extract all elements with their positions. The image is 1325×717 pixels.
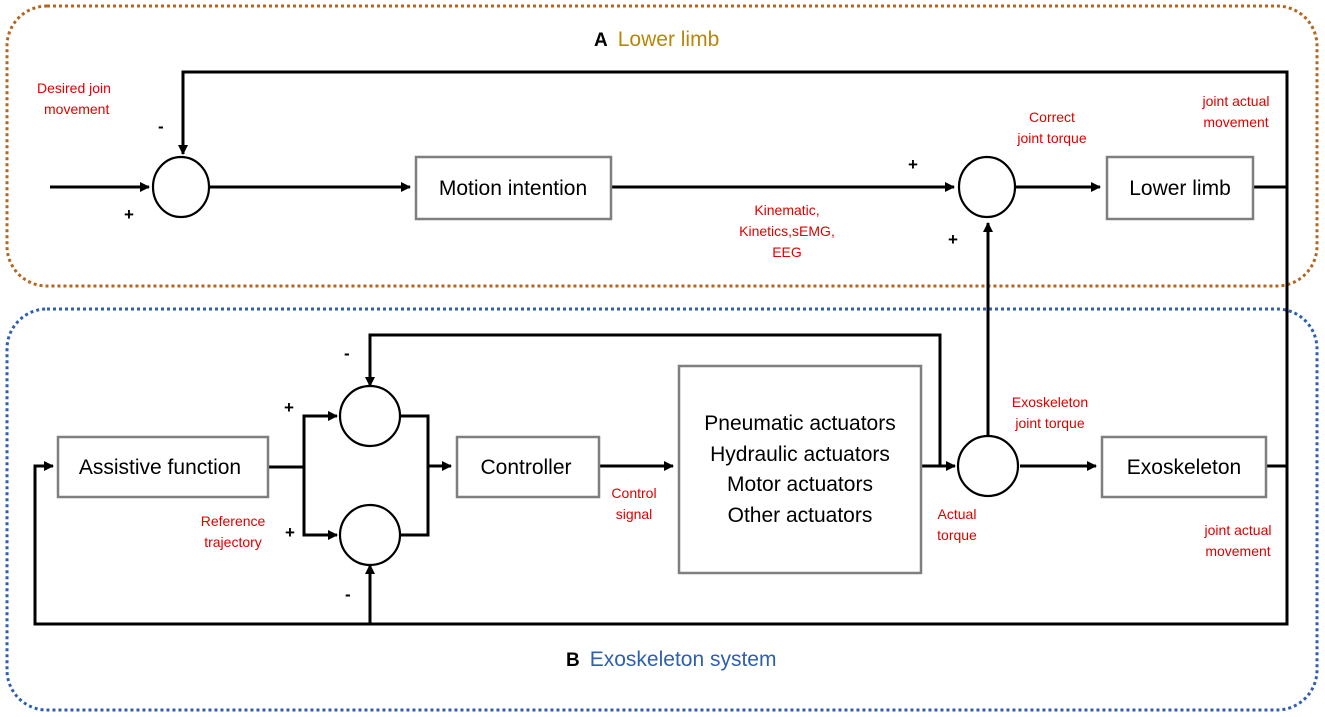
panel-b-border [5,307,1319,712]
svg-text:EEG: EEG [772,244,802,260]
summing-junction-torque [957,155,1017,219]
panel-b-title: B Exoskeleton system [566,648,776,671]
actual-torque-label: Actual torque [937,506,977,543]
wire-split-lower [302,467,338,540]
controller-label: Controller [480,456,571,479]
controller-block: Controller [455,435,601,499]
svg-text:joint actual: joint actual [1202,93,1270,109]
summing-junction-actual-torque [956,434,1020,498]
sign-plus: + [284,398,294,417]
sign-minus: - [158,117,164,136]
panel-a-title: A Lower limb [594,28,719,51]
svg-text:Reference: Reference [201,513,266,529]
panel-a-border [5,4,1319,288]
actuator-label: Other actuators [728,504,873,527]
svg-text:Kinetics,sEMG,: Kinetics,sEMG, [739,223,835,239]
exoskeleton-block: Exoskeleton [1100,435,1268,499]
svg-text:joint torque: joint torque [1014,415,1084,431]
motion-intention-label: Motion intention [439,177,587,200]
exoskeleton-label: Exoskeleton [1127,456,1241,479]
svg-text:joint actual: joint actual [1204,522,1272,538]
lower-limb-block: Lower limb [1105,155,1255,221]
actuators-block: Pneumatic actuators Hydraulic actuators … [677,364,923,575]
svg-text:torque: torque [937,527,977,543]
summing-junction-movement [151,155,211,219]
wire-split-upper [302,411,338,467]
actuator-label: Hydraulic actuators [710,443,890,466]
sign-plus: + [908,155,918,174]
actuator-label: Motor actuators [727,473,873,496]
wire-bottom-feedback [33,461,1289,626]
control-signal-label: Control signal [611,485,656,522]
panel-b-letter: B [566,650,580,671]
panel-a-letter: A [594,30,608,51]
kinematic-label: Kinematic, Kinetics,sEMG, EEG [739,202,835,260]
sign-plus: + [124,205,134,224]
svg-text:trajectory: trajectory [204,534,262,550]
svg-text:Actual: Actual [938,506,977,522]
reference-trajectory-label: Reference trajectory [201,513,266,550]
svg-text:joint torque: joint torque [1016,130,1086,146]
svg-text:Exoskeleton: Exoskeleton [1012,394,1088,410]
svg-text:movement: movement [1205,543,1270,559]
svg-text:Desired join: Desired join [37,80,111,96]
joint-actual-movement-bottom-label: joint actual movement [1204,522,1272,559]
svg-text:movement: movement [1203,114,1268,130]
sign-minus: - [344,344,350,363]
wire-top-feedback [178,70,1289,500]
correct-joint-torque-label: Correct joint torque [1016,109,1086,146]
motion-intention-block: Motion intention [414,155,613,221]
joint-actual-movement-top-label: joint actual movement [1202,93,1270,130]
svg-text:movement: movement [44,101,109,117]
wire-actual-torque-feedback [365,333,942,466]
svg-text:signal: signal [616,506,653,522]
assistive-function-label: Assistive function [79,456,241,479]
panel-b-name: Exoskeleton system [590,648,777,671]
desired-join-movement-label: Desired join movement [37,80,111,117]
svg-text:Correct: Correct [1029,109,1075,125]
wire-upper-to-join [400,414,430,537]
sign-plus: + [948,230,958,249]
summing-junction-lower [338,503,402,567]
svg-text:Control: Control [611,485,656,501]
svg-text:Kinematic,: Kinematic, [754,202,819,218]
sign-plus: + [285,523,295,542]
panel-a-name: Lower limb [618,28,720,51]
exoskeleton-joint-torque-label: Exoskeleton joint torque [1012,394,1088,431]
sign-minus: - [345,585,351,604]
actuator-label: Pneumatic actuators [704,412,895,435]
summing-junction-upper [338,384,402,448]
assistive-function-block: Assistive function [56,435,270,499]
lower-limb-label: Lower limb [1129,177,1231,200]
